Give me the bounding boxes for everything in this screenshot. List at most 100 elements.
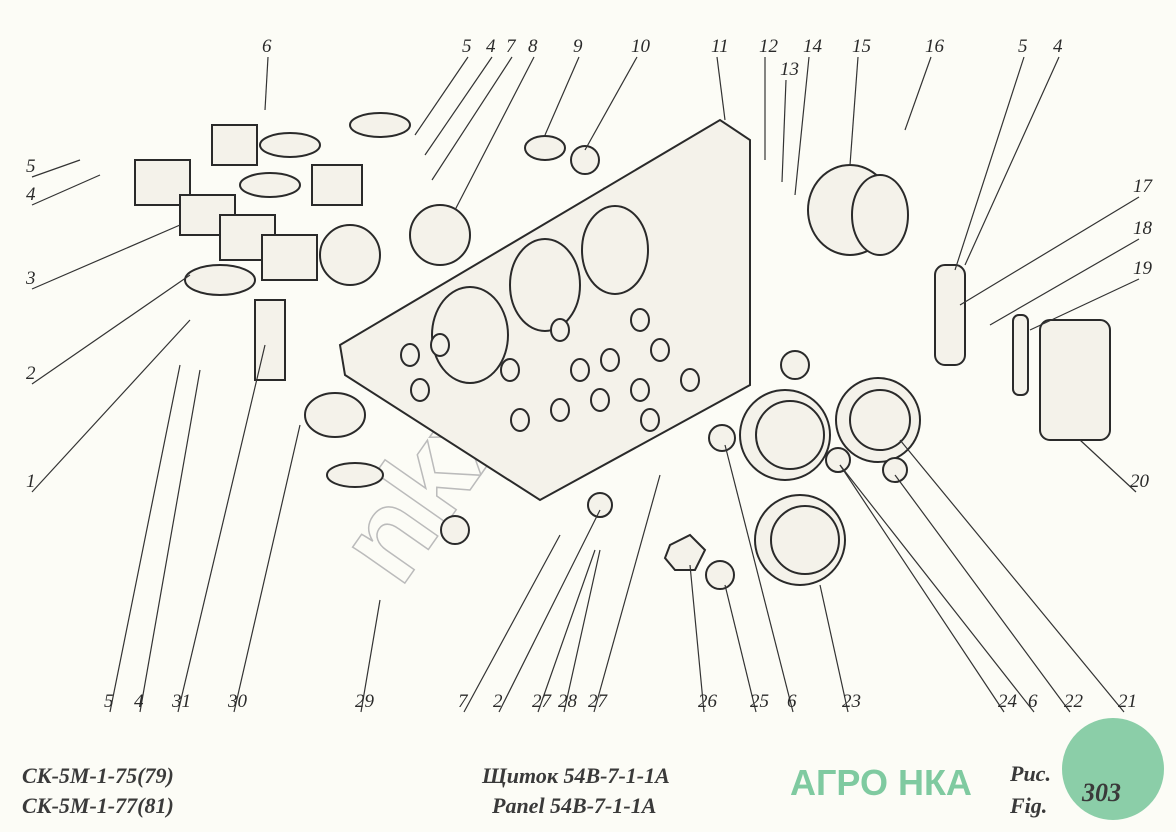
- leader-line: [839, 464, 1005, 713]
- leader-line: [819, 584, 849, 713]
- callout-6: 6: [787, 691, 797, 712]
- panel-hole: [680, 368, 700, 392]
- callout-21: 21: [1118, 691, 1137, 712]
- callout-6: 6: [262, 36, 272, 57]
- leader-line: [454, 56, 535, 211]
- callout-1: 1: [26, 471, 36, 492]
- panel-hole: [570, 358, 590, 382]
- panel-hole: [550, 318, 570, 342]
- panel-hole: [640, 408, 660, 432]
- leader-line: [781, 79, 787, 183]
- leader-line: [959, 196, 1140, 306]
- leader-line: [31, 159, 81, 178]
- leader-line: [31, 224, 181, 290]
- leader-line: [233, 424, 301, 713]
- gauge-23: [754, 494, 846, 586]
- callout-26: 26: [698, 691, 718, 712]
- callout-5: 5: [1018, 36, 1028, 57]
- leader-line: [1079, 439, 1137, 493]
- leader-line: [31, 274, 191, 385]
- callout-15: 15: [852, 36, 871, 57]
- gauge-21: [835, 377, 921, 463]
- logo-circle: [1062, 718, 1164, 820]
- fig-label-ru: Рис.: [1010, 761, 1051, 786]
- logo-text: АГРО НКА: [790, 762, 972, 803]
- leader-line: [849, 56, 859, 166]
- leader-line: [989, 238, 1140, 326]
- leader-line: [724, 584, 757, 713]
- panel-hole: [630, 378, 650, 402]
- leader-line: [954, 56, 1025, 271]
- panel-hole: [500, 358, 520, 382]
- gauge-22-meter: [739, 389, 831, 481]
- callout-12: 12: [759, 36, 779, 57]
- callout-8: 8: [528, 36, 538, 57]
- leader-line: [593, 474, 661, 713]
- callout-22: 22: [1064, 691, 1084, 712]
- panel-hole: [630, 308, 650, 332]
- callout-5: 5: [26, 156, 36, 177]
- leader-line: [498, 509, 601, 713]
- callout-20: 20: [1130, 471, 1150, 492]
- callout-28: 28: [558, 691, 578, 712]
- model-line-2: СК-5М-1-77(81): [22, 793, 174, 818]
- panel-hole: [400, 343, 420, 367]
- leader-line: [1029, 278, 1140, 331]
- callout-19: 19: [1133, 258, 1153, 279]
- callout-6: 6: [1028, 691, 1038, 712]
- leader-line: [899, 439, 1125, 713]
- logo: АГРО НКА: [790, 762, 972, 804]
- callout-2: 2: [26, 363, 36, 384]
- panel-hole: [510, 408, 530, 432]
- leader-line: [463, 534, 561, 713]
- leader-line: [839, 464, 1035, 713]
- panel-hole: [650, 338, 670, 362]
- callout-27: 27: [588, 691, 609, 712]
- callout-3: 3: [25, 268, 36, 289]
- panel-hole: [600, 348, 620, 372]
- leader-line: [424, 56, 493, 156]
- callout-10: 10: [631, 36, 651, 57]
- callout-2: 2: [493, 691, 503, 712]
- bracket-17: [934, 264, 966, 366]
- panel-holes: [400, 308, 700, 432]
- title-russian: Щиток 54В-7-1-1А: [482, 763, 670, 788]
- leader-lines: [31, 56, 1140, 713]
- fuse-block-20: [1039, 319, 1111, 441]
- gauge-15: [807, 164, 909, 256]
- callout-25: 25: [750, 691, 769, 712]
- callout-27: 27: [532, 691, 553, 712]
- leader-line: [31, 319, 191, 493]
- leader-line: [431, 56, 513, 181]
- lamp-housings: [184, 112, 1029, 590]
- leader-line: [689, 564, 705, 713]
- leader-line: [716, 56, 726, 121]
- callout-23: 23: [842, 691, 861, 712]
- leader-line: [964, 56, 1060, 266]
- leader-line: [31, 174, 101, 206]
- panel-hole: [590, 388, 610, 412]
- panel-hole: [410, 378, 430, 402]
- instrument-panel: [338, 118, 751, 502]
- callout-16: 16: [925, 36, 945, 57]
- panel-hole: [550, 398, 570, 422]
- leader-line: [139, 369, 201, 713]
- leader-line: [724, 444, 794, 713]
- callout-11: 11: [711, 36, 729, 57]
- panel-hole: [430, 333, 450, 357]
- callout-30: 30: [227, 691, 248, 712]
- leader-line: [109, 364, 181, 713]
- callout-13: 13: [780, 59, 799, 80]
- leader-line: [360, 599, 381, 713]
- callout-9: 9: [573, 36, 583, 57]
- callout-4: 4: [26, 184, 36, 205]
- model-line-1: СК-5М-1-75(79): [22, 763, 174, 788]
- callout-4: 4: [134, 691, 144, 712]
- callout-7: 7: [458, 691, 469, 712]
- fig-label-en: Fig.: [1010, 793, 1048, 818]
- callout-4: 4: [1053, 36, 1063, 57]
- leader-line: [584, 56, 638, 151]
- leader-line: [264, 56, 269, 111]
- callout-7: 7: [506, 36, 517, 57]
